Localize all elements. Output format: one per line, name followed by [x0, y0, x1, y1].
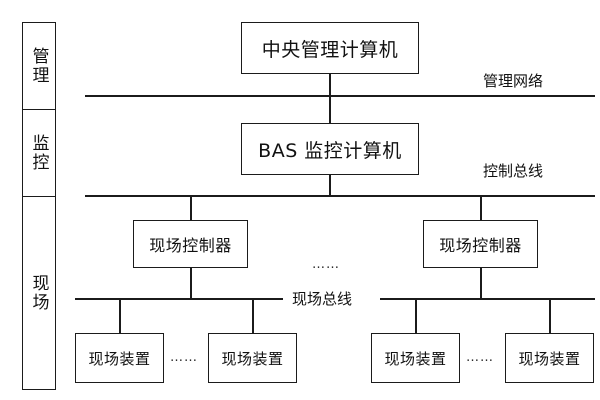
connector-field-bus-to-device-4 [549, 298, 551, 334]
node-label-field-device-2: 现场装置 [221, 349, 284, 368]
tier-label-field: 现场 [28, 274, 49, 312]
tier-cell-field: 现场 [22, 196, 56, 390]
connector-bas-to-control-bus [329, 175, 331, 196]
connector-management-network-to-bas [329, 95, 331, 124]
node-bas-supervision-computer: BAS 监控计算机 [241, 123, 419, 175]
bus-label-control: 控制总线 [483, 162, 544, 180]
connector-controller-right-to-field-bus [480, 268, 482, 299]
node-central-management-computer: 中央管理计算机 [241, 22, 419, 74]
node-field-device-1: 现场装置 [75, 333, 164, 383]
node-field-device-4: 现场装置 [505, 333, 594, 383]
tier-label-management: 管理 [28, 47, 49, 85]
node-label-field-controller-left: 现场控制器 [149, 236, 232, 255]
tier-label-supervision: 监控 [28, 134, 49, 172]
bus-label-management-network: 管理网络 [483, 72, 544, 90]
connector-field-bus-to-device-2 [252, 298, 254, 334]
connector-central-to-management-network [329, 74, 331, 96]
ellipsis-between-devices-right: …… [466, 350, 494, 365]
node-label-field-controller-right: 现场控制器 [439, 236, 522, 255]
node-label-bas-supervision-computer: BAS 监控计算机 [258, 139, 402, 162]
bus-control [85, 195, 595, 197]
node-label-field-device-1: 现场装置 [88, 349, 151, 368]
bus-management-network [85, 95, 595, 97]
node-field-device-3: 现场装置 [371, 333, 460, 383]
connector-field-bus-to-device-3 [415, 298, 417, 334]
ellipsis-between-controllers: …… [312, 257, 340, 272]
node-field-controller-left: 现场控制器 [133, 220, 248, 268]
bus-label-field: 现场总线 [292, 290, 353, 308]
connector-control-bus-to-controller-right [480, 195, 482, 221]
connector-controller-left-to-field-bus [190, 268, 192, 299]
node-label-central-management-computer: 中央管理计算机 [261, 38, 399, 61]
ellipsis-between-devices-left: …… [170, 350, 198, 365]
tier-cell-management: 管理 [22, 22, 56, 110]
tier-cell-supervision: 监控 [22, 109, 56, 197]
connector-control-bus-to-controller-left [190, 195, 192, 221]
node-label-field-device-3: 现场装置 [384, 349, 447, 368]
node-field-controller-right: 现场控制器 [423, 220, 538, 268]
connector-field-bus-to-device-1 [119, 298, 121, 334]
bus-field-left-segment [75, 298, 283, 300]
node-label-field-device-4: 现场装置 [518, 349, 581, 368]
node-field-device-2: 现场装置 [208, 333, 297, 383]
bus-field-right-segment [380, 298, 595, 300]
